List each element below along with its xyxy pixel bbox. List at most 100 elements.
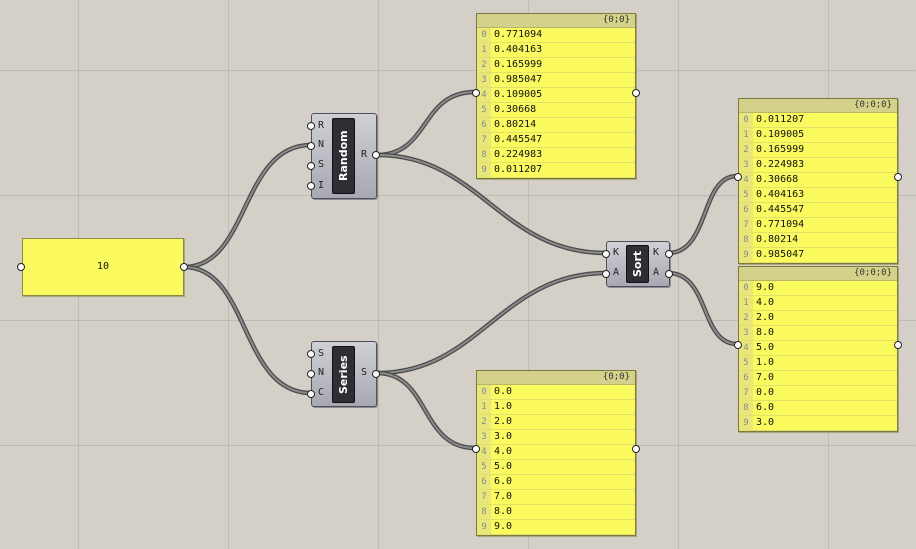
wire-sort-a-to-panel — [667, 270, 738, 347]
panel-path-header: {0;0} — [477, 14, 635, 28]
series-grip-n[interactable] — [307, 370, 315, 378]
random-component[interactable]: R N S I Random R — [311, 113, 377, 199]
sort-title: Sort — [626, 245, 649, 283]
panel-sortkeys-grip-out[interactable] — [894, 173, 902, 181]
random-title: Random — [332, 118, 355, 194]
series-grip-out[interactable] — [372, 370, 380, 378]
wire-random-to-panel — [376, 89, 476, 158]
random-input-i: I — [318, 180, 325, 191]
panel-random-grip-out[interactable] — [632, 89, 640, 97]
sort-grip-k-out[interactable] — [665, 250, 673, 258]
wire-slider-to-random-n — [183, 142, 312, 270]
panel-series-grip-out[interactable] — [632, 445, 640, 453]
panel-sortvalues-grip-out[interactable] — [894, 341, 902, 349]
sort-output-k: K — [653, 247, 660, 258]
panel-path-header: {0;0;0} — [739, 99, 897, 113]
random-grip-out[interactable] — [372, 151, 380, 159]
sort-grip-k-in[interactable] — [602, 250, 610, 258]
random-input-r: R — [318, 120, 325, 131]
random-grip-s[interactable] — [307, 162, 315, 170]
series-input-c: C — [318, 387, 325, 398]
random-grip-r[interactable] — [307, 122, 315, 130]
output-grip[interactable] — [180, 263, 188, 271]
sort-input-k: K — [613, 247, 620, 258]
wire-series-to-panel — [376, 370, 476, 451]
series-output-s: S — [361, 367, 368, 378]
wire-random-to-sort-k — [376, 152, 607, 256]
series-component[interactable]: S N C Series S — [311, 341, 377, 407]
random-input-s: S — [318, 159, 325, 170]
panel-random-grip-in[interactable] — [472, 89, 480, 97]
wire-series-to-sort-a — [376, 270, 607, 376]
wire-slider-to-series-c — [183, 264, 312, 396]
random-output-r: R — [361, 149, 368, 160]
panel-sortkeys-grip-in[interactable] — [734, 173, 742, 181]
sort-input-a: A — [613, 267, 620, 278]
series-grip-s[interactable] — [307, 350, 315, 358]
sort-component[interactable]: K A Sort K A — [606, 241, 670, 287]
series-input-s: S — [318, 348, 325, 359]
wire-sort-k-to-panel — [667, 173, 738, 256]
series-input-n: N — [318, 367, 325, 378]
number-input-panel[interactable]: 10 — [22, 238, 184, 296]
panel-series-grip-in[interactable] — [472, 445, 480, 453]
sort-grip-a-in[interactable] — [602, 270, 610, 278]
random-input-n: N — [318, 139, 325, 150]
series-grip-c[interactable] — [307, 390, 315, 398]
sort-grip-a-out[interactable] — [665, 270, 673, 278]
input-grip[interactable] — [17, 263, 25, 271]
panel-sortvalues-grip-in[interactable] — [734, 341, 742, 349]
number-value: 10 — [96, 261, 110, 272]
random-grip-n[interactable] — [307, 142, 315, 150]
sort-output-a: A — [653, 267, 660, 278]
panel-path-header: {0;0} — [477, 371, 635, 385]
random-grip-i[interactable] — [307, 182, 315, 190]
